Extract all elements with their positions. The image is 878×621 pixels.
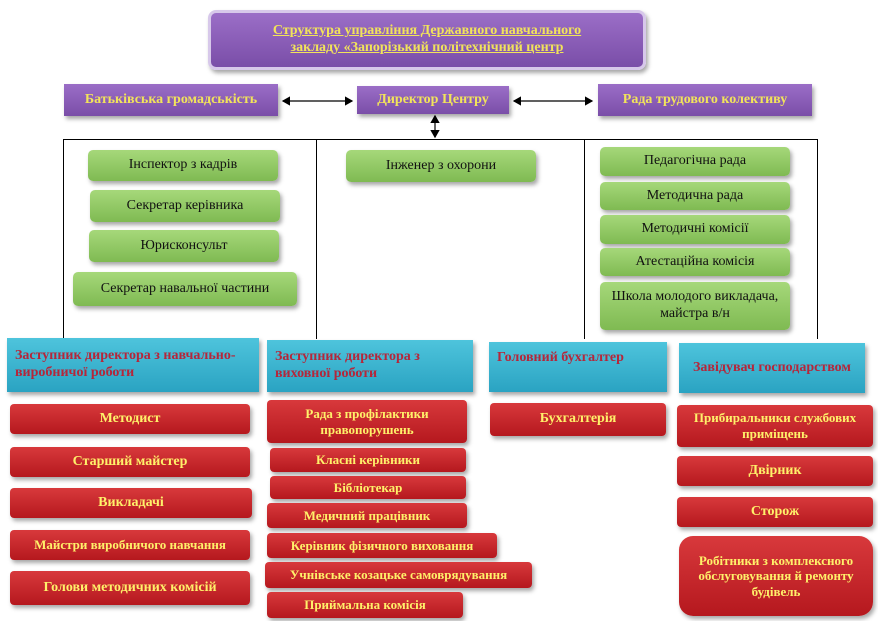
title-line-2: закладу «Запорізький політехнічний центр — [290, 40, 564, 55]
unit-class-teachers: Класні керівники — [270, 448, 466, 472]
unit-cleaners: Прибиральники службових приміщень — [677, 405, 873, 447]
unit-prevention-council: Рада з профілактики правопорушень — [267, 400, 467, 443]
staff-study-secretary: Секретар навальної частини — [73, 272, 297, 306]
council-methodical-commissions: Методичні комісії — [600, 215, 790, 244]
unit-teachers: Викладачі — [10, 488, 252, 518]
council-methodical: Методична рада — [600, 182, 790, 210]
bracket-top-line — [63, 139, 817, 140]
labor-council-box: Рада трудового колективу — [598, 84, 812, 116]
deputy-production-box: Заступник директора з навчально-виробнич… — [7, 338, 259, 392]
unit-medical-worker: Медичний працівник — [267, 503, 467, 528]
parents-community-box: Батьківська громадськість — [64, 84, 278, 116]
unit-accounting: Бухгалтерія — [490, 403, 666, 436]
bracket-mid-line — [316, 139, 317, 339]
unit-senior-master: Старший майстер — [10, 447, 250, 477]
unit-admission-committee: Приймальна комісія — [267, 592, 463, 618]
unit-physical-education-head: Керівник фізичного виховання — [267, 533, 497, 558]
council-attestation: Атестаційна комісія — [600, 248, 790, 276]
unit-production-masters: Майстри виробничого навчання — [10, 530, 250, 560]
unit-student-self-government: Учнівське козацьке самоврядування — [265, 562, 532, 588]
director-box: Директор Центру — [357, 86, 509, 114]
bracket-left-line — [63, 139, 64, 339]
deputy-education-box: Заступник директора з виховної роботи — [267, 340, 473, 392]
unit-methodist: Методист — [10, 404, 250, 434]
unit-librarian: Бібліотекар — [270, 476, 466, 499]
staff-secretary: Секретар керівника — [90, 190, 280, 222]
unit-janitor: Двірник — [677, 456, 873, 486]
council-young-teacher-school: Школа молодого викладача, майстра в/н — [600, 282, 790, 330]
unit-maintenance-workers: Робітники з комплексного обслуговування … — [679, 536, 873, 616]
chief-accountant-box: Головний бухгалтер — [489, 342, 667, 392]
unit-commission-heads: Голови методичних комісій — [10, 571, 250, 605]
household-manager-box: Завідувач господарством — [679, 343, 865, 393]
staff-legal-adviser: Юрисконсульт — [89, 230, 279, 262]
staff-safety-engineer: Інженер з охорони — [346, 150, 536, 182]
staff-hr-inspector: Інспектор з кадрів — [88, 150, 278, 181]
bracket-right-line — [817, 139, 818, 339]
chart-title: Структура управління Державного навчальн… — [208, 10, 646, 70]
unit-watchman: Сторож — [677, 497, 873, 527]
title-line-1: Структура управління Державного навчальн… — [272, 23, 582, 39]
bracket-right-mid-line — [584, 139, 585, 339]
council-pedagogical: Педагогічна рада — [600, 147, 790, 176]
